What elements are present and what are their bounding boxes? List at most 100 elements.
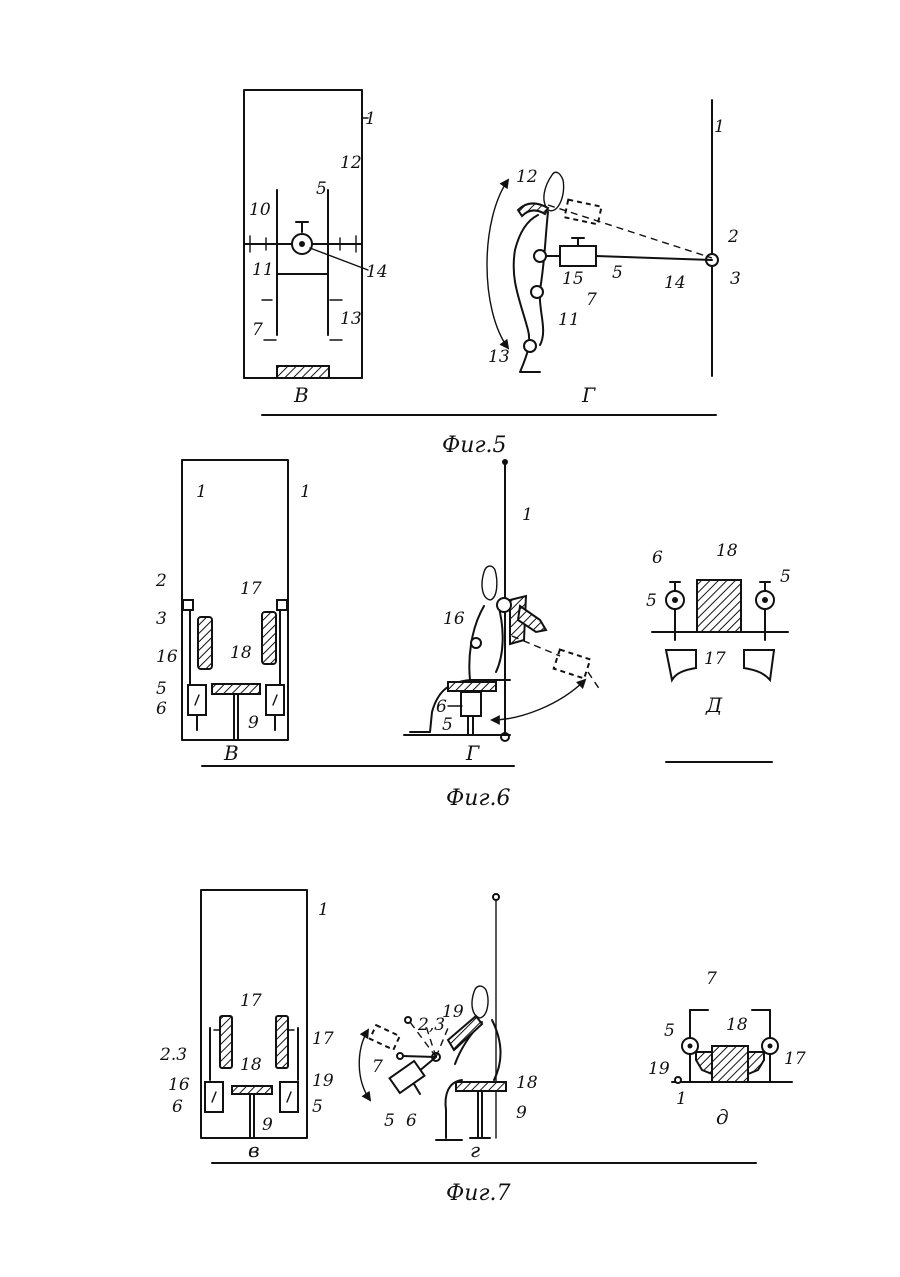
view-letter: В <box>293 383 309 407</box>
label: 6 <box>436 697 447 717</box>
label: 1 <box>196 482 207 502</box>
seat-18 <box>212 684 260 694</box>
head <box>482 566 497 600</box>
label: 9 <box>262 1115 273 1135</box>
label: 19 <box>648 1059 670 1079</box>
label: 6 <box>172 1097 183 1117</box>
view-letter: Г <box>581 383 596 407</box>
figure-caption: Фиг.6 <box>446 786 511 811</box>
fig5-view-g: 1 12 2 3 5 14 15 7 11 13 Г <box>487 100 741 407</box>
label: 1 <box>365 109 376 129</box>
label: 14 <box>366 262 388 282</box>
seat-18 <box>456 1082 506 1091</box>
label: 5 <box>780 567 791 587</box>
fig7-view-v: 1 17 17 2.3 18 16 19 6 5 9 в <box>159 890 334 1162</box>
fig6-view-g: 1 16 6 5 Г <box>404 459 600 765</box>
label: 6 <box>156 699 167 719</box>
label: 1 <box>522 505 533 525</box>
label: 7 <box>372 1057 383 1077</box>
label: 19 <box>312 1071 334 1091</box>
part-17 <box>666 650 696 680</box>
label: 5 <box>442 715 453 735</box>
label: 11 <box>252 260 274 280</box>
part-17 <box>220 1016 232 1068</box>
label: 6 <box>406 1111 417 1131</box>
label: 12 <box>340 153 362 173</box>
head <box>472 986 488 1018</box>
label: 16 <box>156 647 178 667</box>
label: 1 <box>318 900 329 920</box>
view-letter: В <box>223 741 239 765</box>
label: 2,3 <box>417 1015 445 1035</box>
fig6-view-d: 6 18 5 5 17 Д <box>646 541 791 717</box>
view-letter: д <box>716 1105 729 1129</box>
label: 5 <box>384 1111 395 1131</box>
label: 7 <box>586 290 597 310</box>
label: 18 <box>230 643 252 663</box>
label: 7 <box>706 969 717 989</box>
label: 7 <box>252 320 263 340</box>
label: 2 <box>155 571 167 591</box>
label: 17 <box>784 1049 806 1069</box>
seat-18 <box>697 580 741 632</box>
figure-caption: Фиг.7 <box>446 1181 511 1206</box>
label: 5 <box>316 179 327 199</box>
head <box>544 172 564 211</box>
label: 13 <box>488 347 510 367</box>
fig5-view-v: 1 10 11 12 5 14 7 13 В <box>244 90 388 407</box>
label: 3 <box>156 609 167 629</box>
label: 10 <box>249 200 271 220</box>
label: 16 <box>443 609 465 629</box>
label: 1 <box>714 117 725 137</box>
label: 13 <box>340 309 362 329</box>
label: 18 <box>240 1055 262 1075</box>
label: 6 <box>652 548 663 568</box>
label: 3 <box>730 269 741 289</box>
device-5 <box>560 246 596 266</box>
label: 19 <box>442 1002 464 1022</box>
label: 1 <box>300 482 311 502</box>
fig7-view-d: 7 18 5 17 19 1 д <box>648 969 806 1129</box>
label: 14 <box>664 273 686 293</box>
label: 5 <box>612 263 623 283</box>
part-17 <box>262 612 276 664</box>
base-plate <box>277 366 329 378</box>
block-5 <box>390 1061 425 1093</box>
label: 15 <box>562 269 584 289</box>
label: 17 <box>240 579 262 599</box>
label: 5 <box>156 679 167 699</box>
seat-18 <box>712 1046 748 1082</box>
label: 16 <box>168 1075 190 1095</box>
label: 17 <box>240 991 262 1011</box>
view-letter: г <box>470 1138 480 1162</box>
label: 5 <box>664 1021 675 1041</box>
label: 17 <box>704 649 726 669</box>
label: 5 <box>312 1097 323 1117</box>
label: 18 <box>516 1073 538 1093</box>
label: 2.3 <box>159 1045 187 1065</box>
view-letter: Д <box>705 693 723 717</box>
seat-18 <box>232 1086 272 1094</box>
figure-caption: Фиг.5 <box>442 433 507 458</box>
label: 2 <box>727 227 739 247</box>
fig7-view-g: 2,3 19 7 18 5 6 9 г <box>359 894 538 1162</box>
label: 12 <box>516 167 538 187</box>
label: 17 <box>312 1029 334 1049</box>
view-letter: Г <box>465 741 480 765</box>
label: 18 <box>726 1015 748 1035</box>
label: 5 <box>646 591 657 611</box>
label: 18 <box>716 541 738 561</box>
figure-5: 1 10 11 12 5 14 7 13 В <box>244 90 741 458</box>
seat-18 <box>448 682 496 691</box>
label: 9 <box>248 713 259 733</box>
label: 9 <box>516 1103 527 1123</box>
label: 1 <box>676 1089 687 1109</box>
part-16 <box>198 617 212 669</box>
fig6-view-v: 1 1 2 3 17 16 18 5 6 9 В <box>155 460 311 765</box>
figure-6: 1 1 2 3 17 16 18 5 6 9 В <box>155 459 791 811</box>
figure-7: 1 17 17 2.3 18 16 19 6 5 9 в <box>159 890 806 1206</box>
view-letter: в <box>248 1138 260 1162</box>
label: 11 <box>558 310 580 330</box>
